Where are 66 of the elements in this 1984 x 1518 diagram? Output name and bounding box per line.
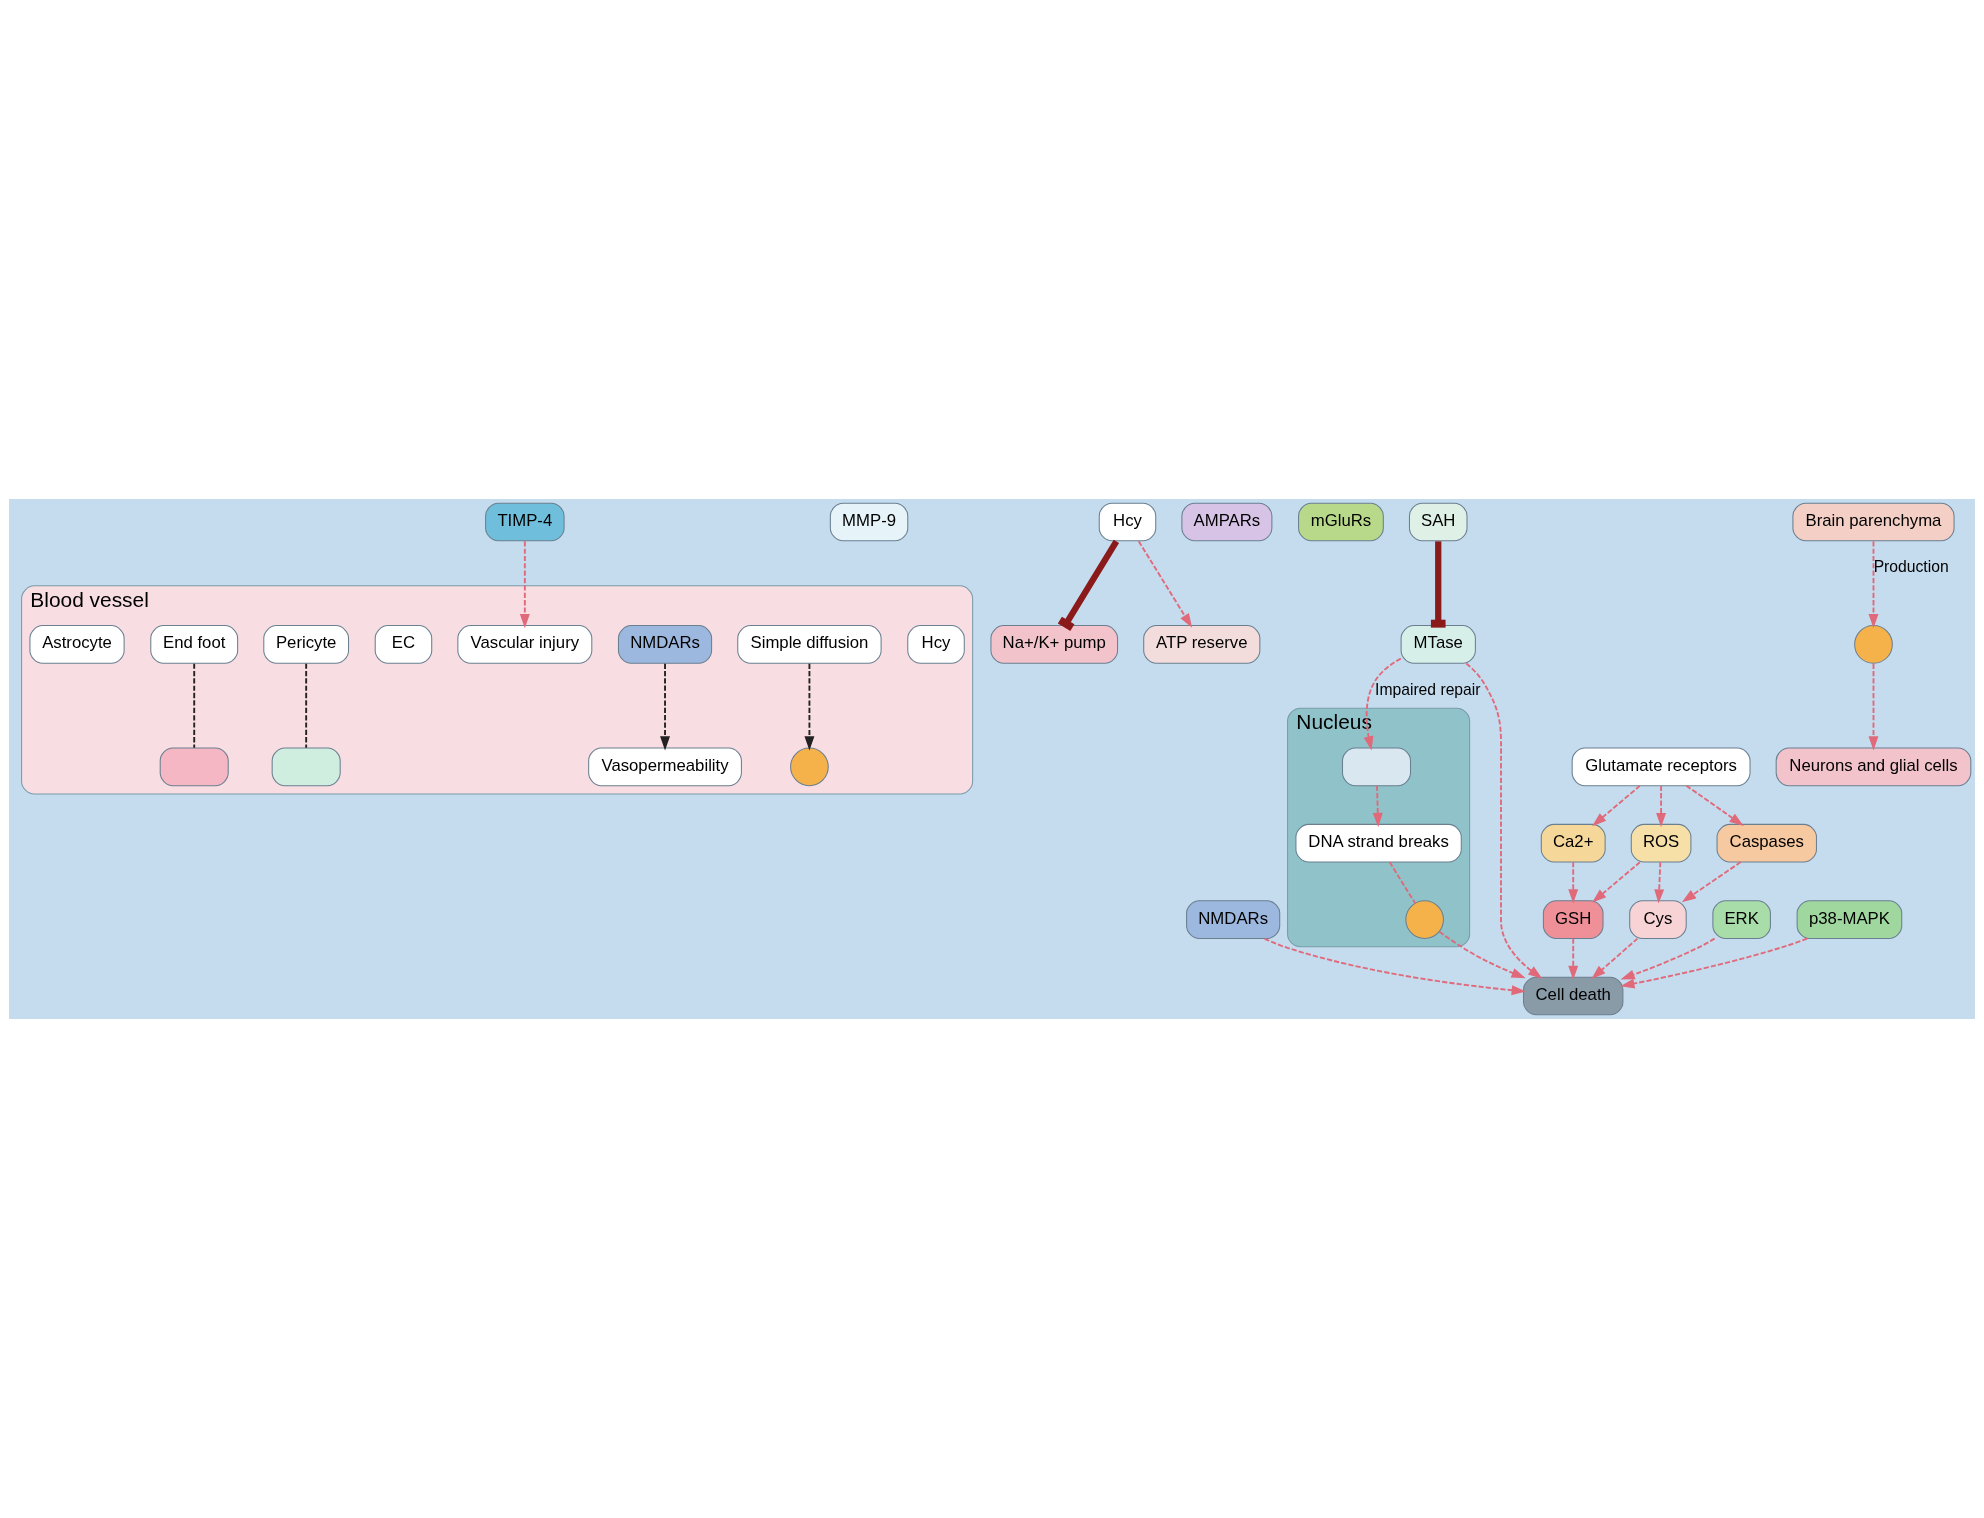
edge-label: Production [1873, 558, 1949, 576]
connector [1057, 539, 1120, 632]
arrow [1568, 861, 1579, 904]
node-box: MTase [1400, 625, 1476, 664]
node-box: SAH [1408, 502, 1468, 542]
node-box: TIMP-4 [485, 502, 565, 542]
node-circle [790, 747, 829, 787]
node-box: Hcy [1098, 502, 1157, 542]
arrow [1372, 784, 1383, 828]
node-box: Caspases [1716, 823, 1817, 863]
node-box: Pericyte [263, 625, 350, 664]
node-box: End foot [150, 625, 239, 664]
arrow [1438, 930, 1526, 979]
node-box: mGluRs [1298, 502, 1384, 542]
node-box: GSH [1542, 900, 1604, 939]
arrow [519, 540, 530, 629]
node-box: DNA strand breaks [1295, 823, 1462, 863]
node-box: NMDARs [1186, 900, 1281, 939]
node-box: Vasopermeability [588, 747, 742, 787]
arrow [1654, 861, 1665, 904]
connector [1430, 541, 1446, 628]
node-box [159, 747, 229, 787]
arrow [1620, 937, 1809, 989]
node-box: Na+/K+ pump [990, 625, 1119, 664]
edge-label: Impaired repair [1375, 680, 1481, 698]
arrow [1868, 540, 1879, 629]
node-box: MMP-9 [829, 502, 909, 542]
node-box: p38-MAPK [1796, 900, 1903, 939]
arrow [1591, 937, 1639, 979]
node-box: Vascular injury [457, 625, 593, 664]
arrow [1620, 937, 1716, 980]
node-box: Neurons and glial cells [1775, 747, 1972, 787]
node-box: Astrocyte [29, 625, 125, 664]
arrow [1592, 784, 1641, 827]
arrow [1568, 937, 1579, 980]
node-box: Ca2+ [1540, 823, 1606, 863]
node-box: Hcy [907, 625, 965, 664]
connector [305, 662, 308, 749]
arrow [1592, 861, 1641, 903]
node-box: Cys [1629, 900, 1687, 939]
node-box [1341, 747, 1412, 787]
node-box: Brain parenchyma [1792, 502, 1955, 542]
arrow [1685, 784, 1744, 826]
node-box: AMPARs [1181, 502, 1273, 542]
arrow [1263, 937, 1526, 996]
arrow [1137, 540, 1193, 628]
arrow [804, 662, 815, 751]
connector [1388, 861, 1417, 905]
arrow [660, 662, 671, 751]
arrow [1681, 861, 1742, 903]
node-box: Glutamate receptors [1571, 747, 1751, 787]
node-box: NMDARs [617, 625, 713, 664]
node-circle [1854, 625, 1893, 664]
node-box: ERK [1712, 900, 1771, 939]
node-box: ROS [1630, 823, 1692, 863]
node-box: ATP reserve [1143, 625, 1261, 664]
node-box: Cell death [1523, 976, 1624, 1016]
arrow [1363, 657, 1402, 751]
arrow [1656, 784, 1667, 828]
arrow [1465, 662, 1543, 979]
node-circle [1405, 900, 1444, 939]
arrow [1868, 662, 1879, 751]
node-box [271, 747, 341, 787]
node-box: Simple diffusion [737, 625, 882, 664]
node-box: EC [374, 625, 433, 664]
connector [193, 662, 196, 749]
